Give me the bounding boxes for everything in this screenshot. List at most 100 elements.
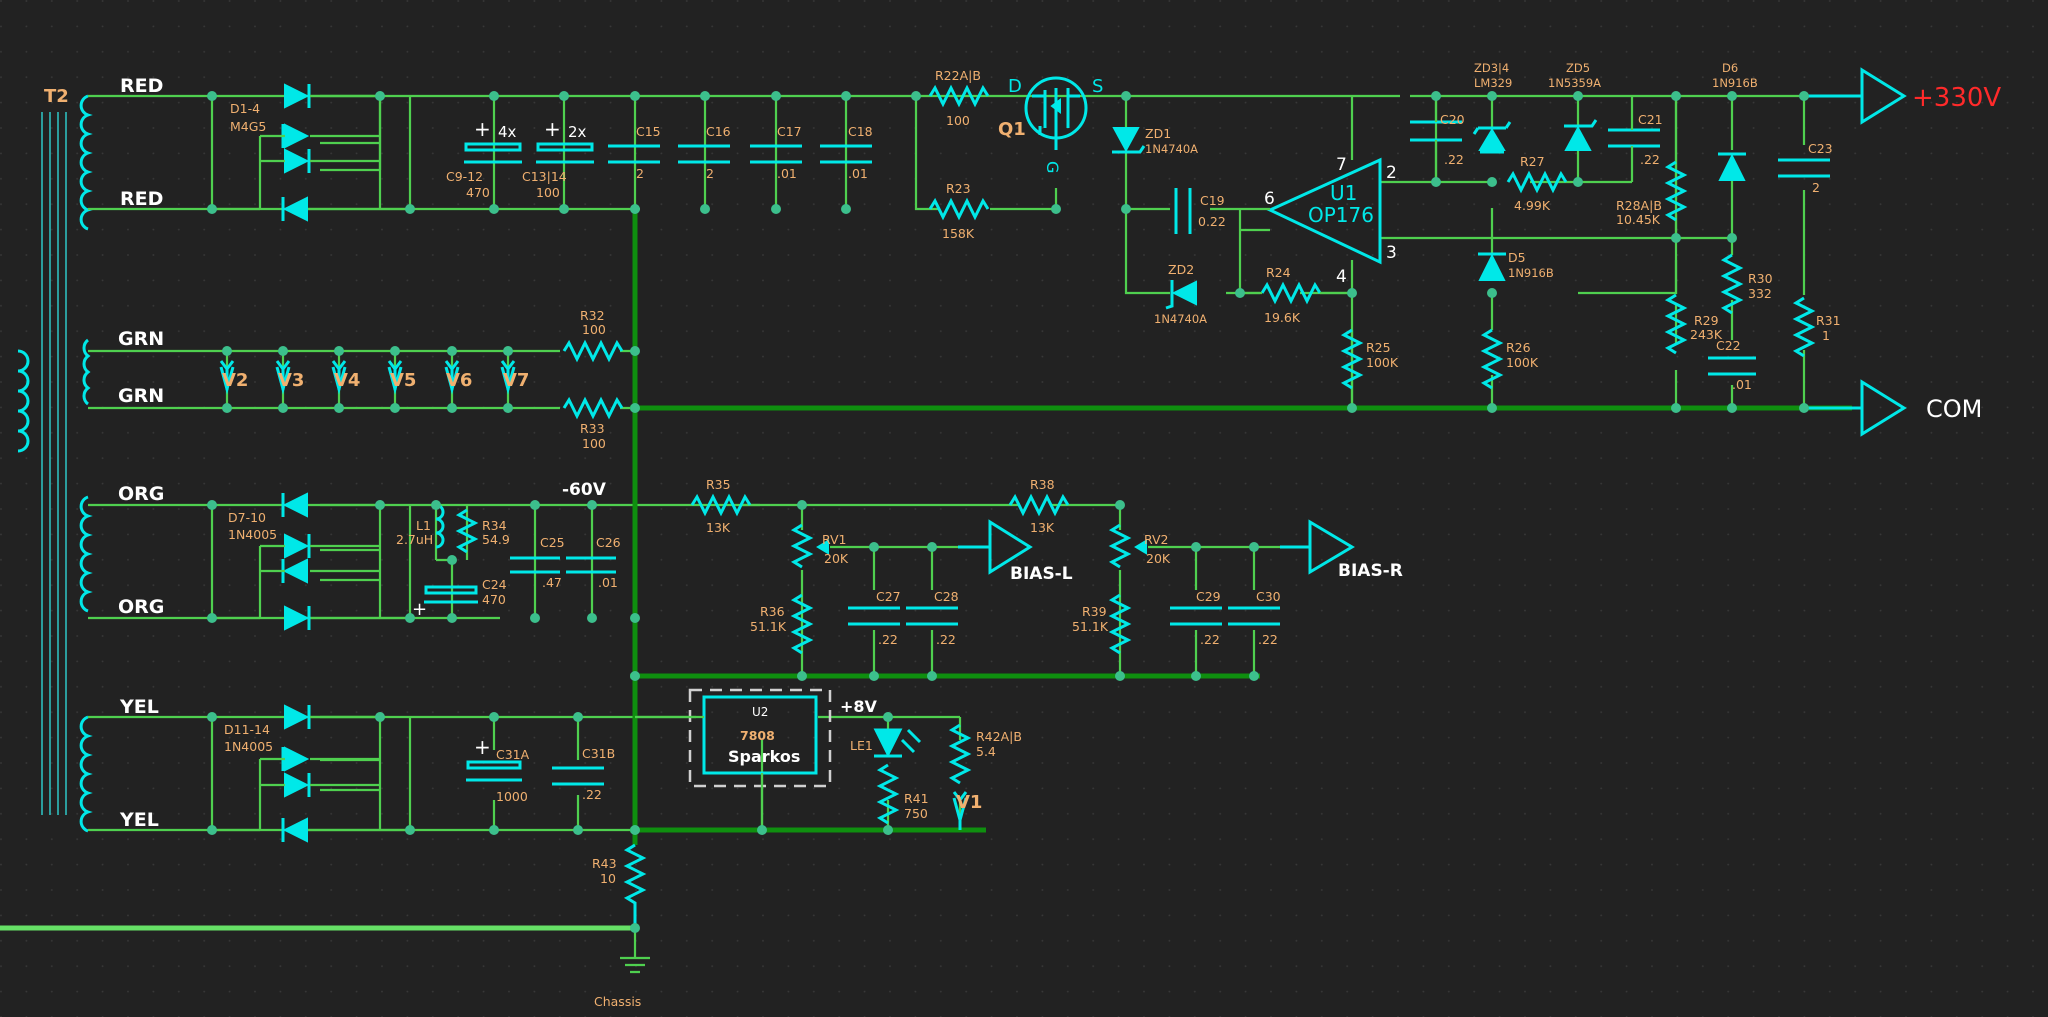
cap-c13-14[interactable]: + [536,117,594,164]
c20-ref: C20 [1440,112,1465,127]
cap-c31b[interactable] [552,766,604,786]
zener-zd2[interactable] [1165,280,1197,310]
junction-dot [559,91,569,101]
c18-ref: C18 [848,124,873,139]
cap-c16[interactable] [678,144,730,164]
junction-dot [503,403,513,413]
v2-label: V2 [222,370,248,391]
junction-dot [207,825,217,835]
u1-pin2: 2 [1386,163,1397,183]
cap-c17[interactable] [750,144,802,164]
resistor-r28[interactable] [1664,160,1688,222]
cap-c24[interactable]: + [412,585,478,620]
c19-value: 0.22 [1198,214,1226,229]
output-com[interactable] [1804,379,1907,437]
bridge-d11-14[interactable] [258,704,380,843]
junction-dot [587,500,597,510]
cap-c19[interactable] [1174,188,1192,234]
resistor-r23[interactable] [928,197,990,221]
resistor-r41[interactable] [876,763,900,825]
resistor-r43[interactable] [623,843,647,928]
u1-pin4: 4 [1336,267,1347,287]
junction-dot [630,923,640,933]
resistor-r32[interactable] [562,339,624,363]
zener-zd1[interactable] [1112,127,1146,154]
c26-ref: C26 [596,535,621,550]
resistor-r36[interactable] [790,593,814,655]
r23-ref: R23 [946,181,971,196]
cap-c31a[interactable]: + [466,735,522,782]
d5-ref: D5 [1508,250,1526,265]
zd1-part: 1N4740A [1145,142,1198,156]
junction-dot [1487,403,1497,413]
varistors[interactable] [219,360,516,395]
cap-c21[interactable] [1608,96,1660,182]
bridge-d1-4[interactable] [258,83,382,222]
zener-zd5[interactable] [1564,119,1598,151]
rv1-ref: RV1 [822,532,847,547]
zener-zd3-4[interactable] [1472,121,1512,154]
cap-c29[interactable] [1170,606,1222,626]
resistor-r35[interactable] [690,493,752,517]
cap-c26[interactable] [566,556,616,574]
junction-dot [207,204,217,214]
diode-d6[interactable] [1718,152,1746,181]
resistor-r38[interactable] [1008,493,1070,517]
ground-bus [0,209,1852,931]
led-le1[interactable] [873,728,922,758]
resistor-r25[interactable] [1340,328,1364,390]
resistor-r34[interactable] [455,508,479,554]
resistor-r42[interactable] [948,723,972,785]
output-plus330[interactable] [1804,67,1907,125]
cap-c22[interactable] [1708,356,1756,376]
mosfet-q1[interactable] [1024,76,1088,150]
transformer-t2[interactable] [17,94,93,833]
junction-dot [1671,91,1681,101]
resistor-r27[interactable] [1506,170,1568,194]
resistor-r22[interactable] [928,84,990,108]
r25-ref: R25 [1366,340,1391,355]
zd3-4-ref: ZD3|4 [1474,61,1509,75]
r26-ref: R26 [1506,340,1531,355]
cap-c25[interactable] [510,556,560,574]
resistor-r31[interactable] [1792,296,1816,358]
resistor-r30[interactable] [1720,253,1744,315]
junction-dot [1799,403,1809,413]
bridge-d7-10[interactable] [258,492,380,631]
zd1-ref: ZD1 [1145,126,1171,141]
resistor-r39[interactable] [1108,593,1132,655]
output-bias-l[interactable] [958,519,1033,575]
diode-d5[interactable] [1478,252,1506,281]
cap-c23[interactable] [1778,158,1830,178]
c31b-ref: C31B [582,746,615,761]
cap-c30[interactable] [1228,606,1280,626]
cap-c9-12[interactable]: + [464,117,522,164]
r32-ref: R32 [580,308,605,323]
junction-dot [841,91,851,101]
c31b-value: .22 [582,787,602,802]
cap-c18[interactable] [820,144,872,164]
junction-dot [700,204,710,214]
junction-dot [1051,204,1061,214]
resistor-r33[interactable] [562,396,624,420]
resistor-r29[interactable] [1664,293,1688,355]
junction-dot [1115,500,1125,510]
resistor-r26[interactable] [1480,328,1504,390]
cap-c15[interactable] [608,144,660,164]
output-bias-r[interactable] [1280,519,1355,575]
junction-dot [375,91,385,101]
trimmer-rv1[interactable] [790,523,829,569]
regulator-u2[interactable] [635,688,832,830]
junction-dot [1573,91,1583,101]
q1-source: S [1092,76,1103,97]
trimmer-rv2[interactable] [1108,523,1147,569]
inductor-l1[interactable] [435,503,445,549]
cap-c27[interactable] [848,606,900,626]
cap-c28[interactable] [906,606,958,626]
junction-dot [431,500,441,510]
zd5-part: 1N5359A [1548,76,1601,90]
v5-label: V5 [390,370,416,391]
junction-dot [390,403,400,413]
varistor-v1[interactable] [952,791,968,830]
opamp-u1[interactable] [1240,157,1382,265]
